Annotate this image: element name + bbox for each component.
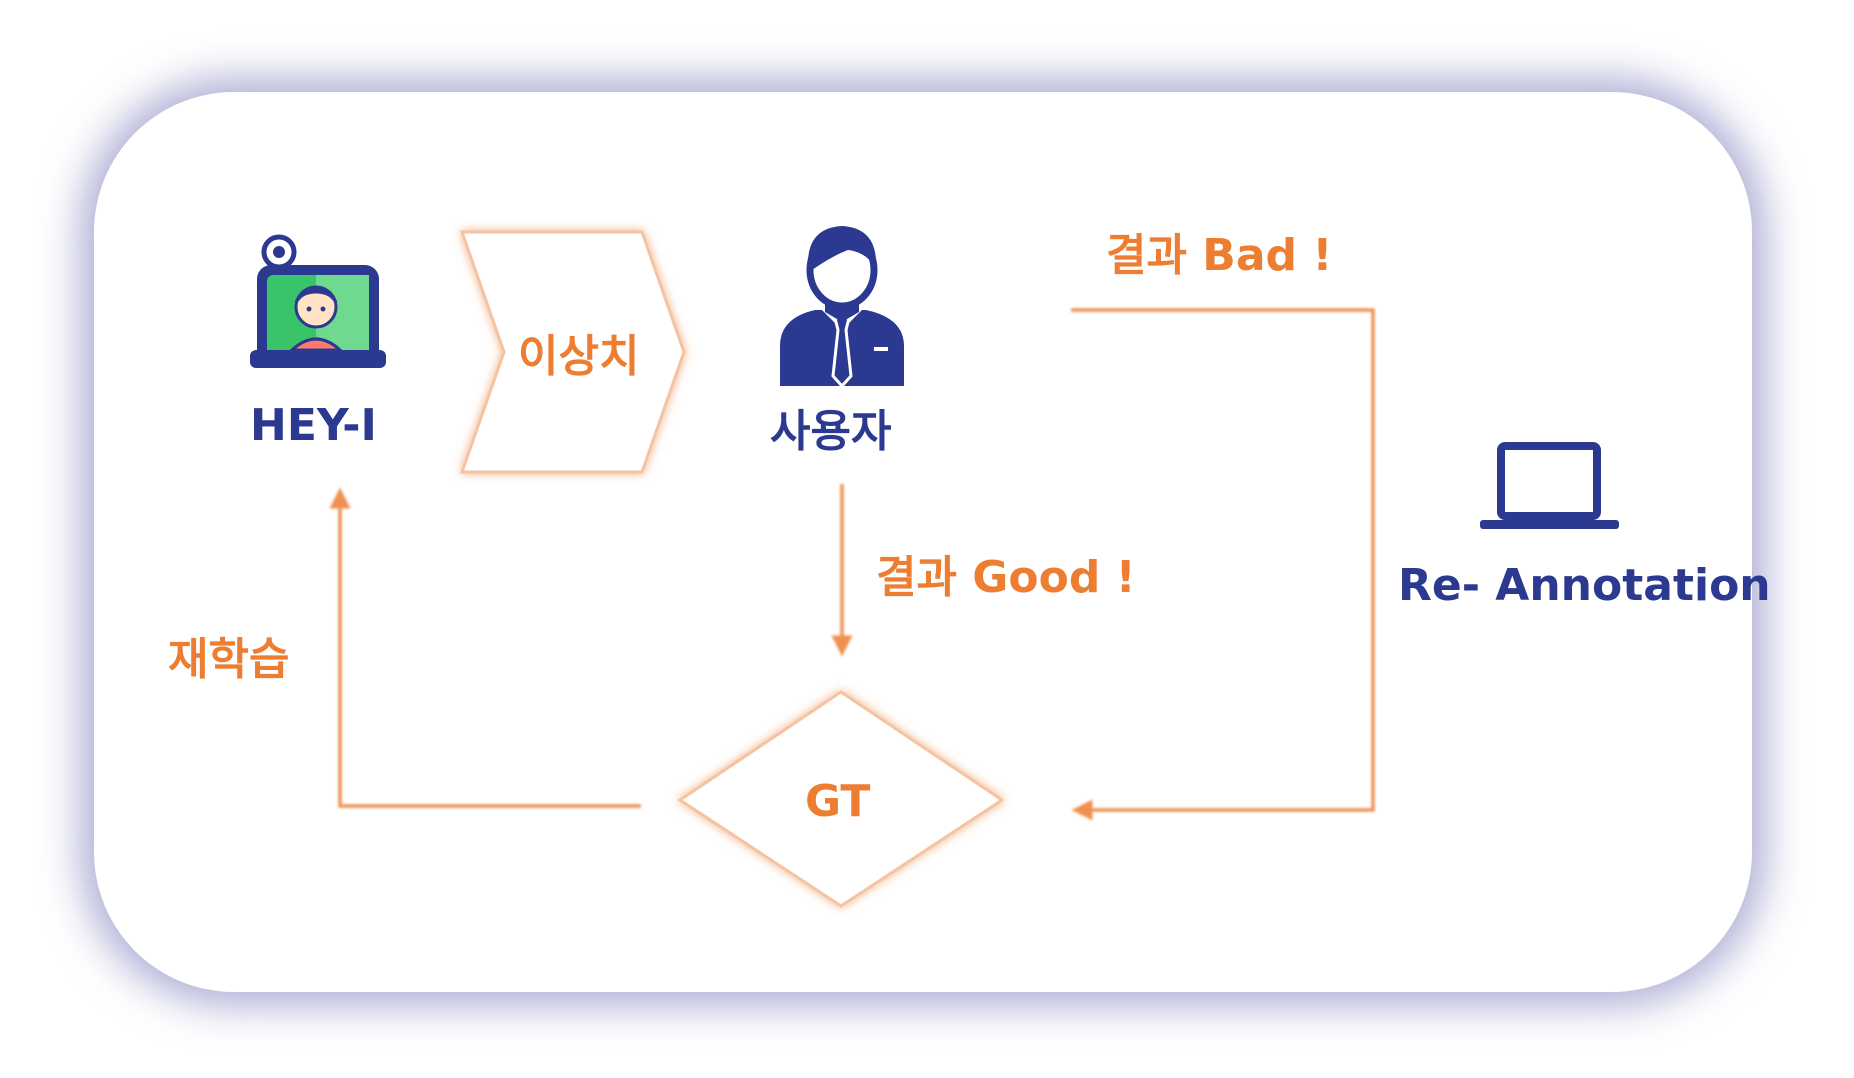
- re-annotation-label: Re- Annotation: [1398, 560, 1771, 611]
- robot-screen-icon: [250, 234, 386, 368]
- user-label: 사용자: [770, 406, 892, 457]
- businessman-icon: [780, 226, 904, 389]
- laptop-icon: [1480, 442, 1619, 529]
- bad-arrow: [1071, 308, 1375, 821]
- hey-i-label: HEY-I: [250, 400, 377, 451]
- retrain-arrow: [329, 487, 641, 808]
- gt-label: GT: [805, 776, 871, 827]
- outlier-label: 이상치: [518, 331, 640, 382]
- retrain-label: 재학습: [168, 634, 290, 685]
- outlier-chevron-shape: [459, 230, 686, 474]
- arrows: [329, 308, 1375, 821]
- result-good-label: 결과 Good !: [876, 552, 1136, 603]
- gt-diamond-shape: [677, 690, 1005, 908]
- result-bad-label: 결과 Bad !: [1106, 230, 1333, 281]
